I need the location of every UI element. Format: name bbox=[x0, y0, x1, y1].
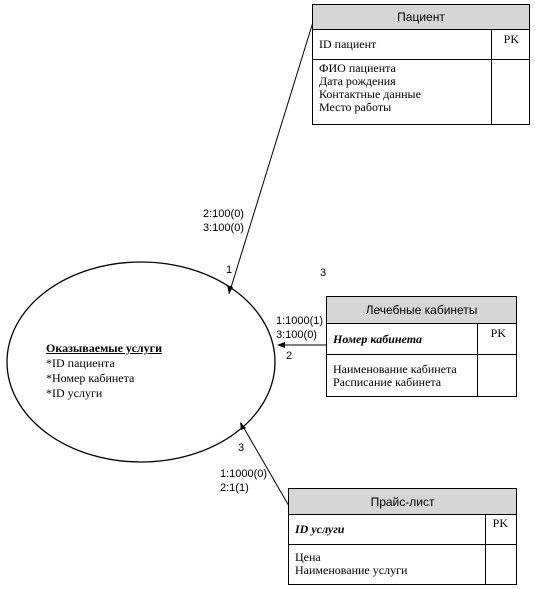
patient-pk-label: PK bbox=[503, 32, 519, 46]
prices-attr: Цена bbox=[295, 550, 321, 564]
rooms-attr: Расписание кабинета bbox=[333, 375, 442, 389]
rooms-extra-number: 3 bbox=[320, 267, 327, 279]
patient-cardinality-2: 3:100(0) bbox=[203, 222, 244, 234]
rooms-cardinality-1: 1:1000(1) bbox=[276, 315, 324, 327]
patient-connector bbox=[228, 21, 314, 295]
patient-key: ID пациент bbox=[319, 37, 377, 51]
rooms-pk-column bbox=[477, 324, 516, 396]
services-text: Оказываемые услуги *ID пациента *Номер к… bbox=[46, 341, 162, 401]
rooms-key: Номер кабинета bbox=[333, 332, 423, 346]
patient-attr: Контактные данные bbox=[319, 87, 421, 101]
patient-cardinality-1: 2:100(0) bbox=[203, 208, 244, 220]
patient-relation-number: 1 bbox=[226, 264, 233, 276]
prices-attr: Наименование услуги bbox=[295, 563, 408, 577]
patient-entity: Пациент ID пациент PK ФИО пациента Дата … bbox=[312, 4, 530, 125]
services-title: Оказываемые услуги bbox=[46, 341, 162, 355]
rooms-pk-label: PK bbox=[490, 326, 506, 340]
prices-key: ID услуги bbox=[295, 522, 345, 536]
rooms-key-row bbox=[327, 324, 516, 355]
rooms-title: Лечебные кабинеты bbox=[327, 297, 516, 324]
patient-arrowhead bbox=[227, 285, 233, 294]
rooms-arrowhead bbox=[277, 342, 285, 348]
rooms-cardinality-2: 3:100(0) bbox=[276, 329, 317, 341]
services-attr-room-number: *Номер кабинета bbox=[46, 371, 135, 385]
prices-pk-label: PK bbox=[492, 516, 508, 530]
patient-key-row bbox=[313, 30, 529, 60]
patient-attr: Место работы bbox=[319, 100, 392, 114]
prices-entity: Прайс-лист ID услуги PK Цена Наименовани… bbox=[288, 488, 517, 585]
prices-pk-column bbox=[485, 515, 516, 584]
rooms-relation-number: 2 bbox=[286, 350, 293, 362]
prices-attributes: Цена Наименование услуги bbox=[295, 551, 407, 577]
services-attr-patient-id: *ID пациента bbox=[46, 356, 115, 370]
prices-connector bbox=[240, 422, 290, 507]
services-attr-service-id: *ID услуги bbox=[46, 386, 103, 400]
patient-pk-column bbox=[491, 30, 529, 124]
rooms-entity: Лечебные кабинеты Номер кабинета PK Наим… bbox=[326, 296, 517, 397]
patient-title: Пациент bbox=[313, 5, 529, 30]
services-ellipse bbox=[6, 261, 276, 463]
prices-cardinality-1: 1:1000(0) bbox=[220, 468, 268, 480]
prices-title: Прайс-лист bbox=[289, 489, 516, 515]
patient-attr: ФИО пациента bbox=[319, 61, 396, 75]
prices-key-row bbox=[289, 515, 516, 545]
prices-arrowhead bbox=[240, 422, 246, 430]
patient-attr: Дата рождения bbox=[319, 74, 396, 88]
prices-relation-number: 3 bbox=[238, 442, 245, 454]
rooms-attributes: Наименование кабинета Расписание кабинет… bbox=[333, 363, 457, 389]
patient-attributes: ФИО пациента Дата рождения Контактные да… bbox=[319, 62, 421, 114]
rooms-attr: Наименование кабинета bbox=[333, 362, 457, 376]
prices-cardinality-2: 2:1(1) bbox=[220, 482, 249, 494]
